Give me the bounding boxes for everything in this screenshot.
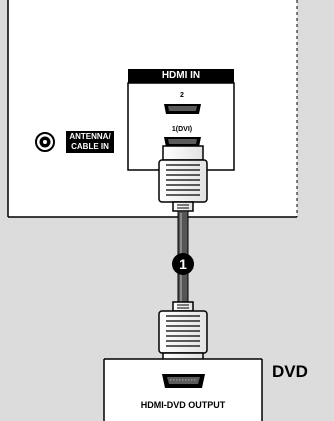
lower-hdmi-plug-icon	[159, 302, 207, 361]
hdmi-port-2-label: 2	[162, 92, 202, 99]
upper-hdmi-plug-icon	[159, 146, 207, 211]
step-number: 1	[172, 257, 194, 271]
hdmi-port-1-label: 1(DVI)	[162, 126, 202, 133]
dvd-hdmi-output-port-icon	[162, 374, 205, 388]
dvd-device-label: DVD	[272, 363, 308, 380]
antenna-label-line1: ANTENNA/	[66, 133, 114, 141]
hdmi-port-2-icon	[164, 104, 201, 114]
dvd-output-label: HDMI-DVD OUTPUT	[104, 401, 262, 410]
hdmi-in-label: HDMI IN	[128, 71, 234, 81]
antenna-jack-icon	[36, 133, 54, 151]
antenna-label-line2: CABLE IN	[66, 143, 114, 151]
dvd-device-panel	[104, 359, 262, 421]
